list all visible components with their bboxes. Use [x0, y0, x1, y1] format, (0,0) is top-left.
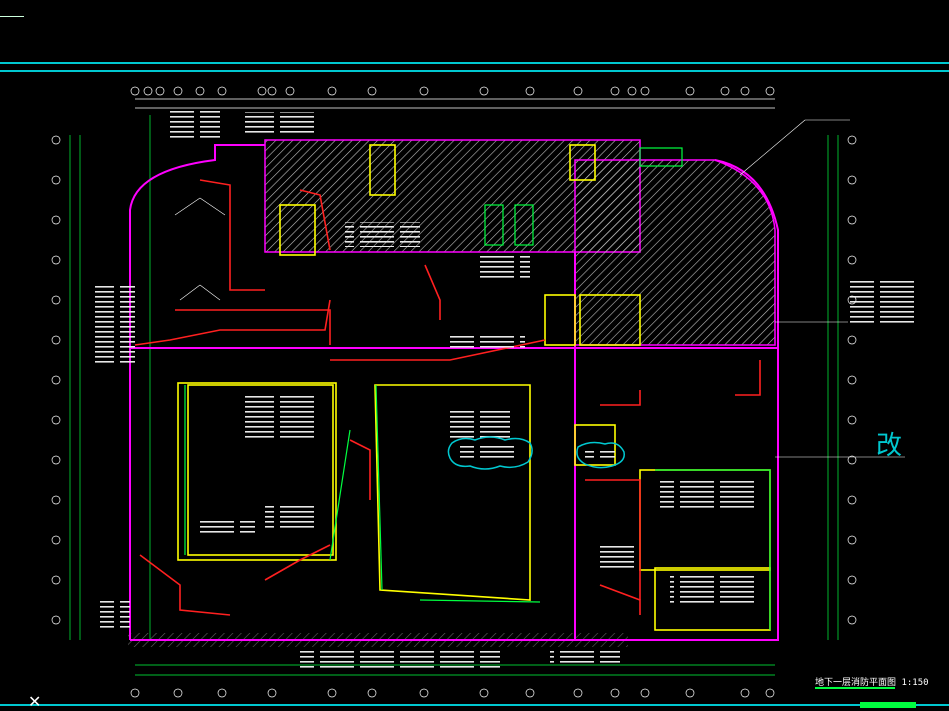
- grid-bubble: [610, 86, 620, 96]
- frame-top-line: [0, 70, 949, 72]
- frame-bottom-line: [0, 704, 949, 706]
- drawing-scale: 1:150: [901, 678, 929, 688]
- grid-bubble: [257, 86, 267, 96]
- grid-bubble: [51, 455, 61, 465]
- title-underline: [815, 687, 895, 689]
- grid-bubble: [847, 295, 857, 305]
- grid-bubble: [610, 688, 620, 698]
- grid-bubble: [267, 86, 277, 96]
- grid-bubble: [217, 688, 227, 698]
- dimension-lines: [69, 115, 839, 676]
- grid-bubble: [51, 375, 61, 385]
- grid-bubble: [155, 86, 165, 96]
- grid-bubble: [217, 86, 227, 96]
- ucs-icon: ✕: [28, 692, 42, 711]
- grid-bubble: [419, 86, 429, 96]
- grid-bubble: [847, 135, 857, 145]
- grid-bubble: [285, 86, 295, 96]
- green-lines: [184, 147, 771, 630]
- grid-bubble: [847, 415, 857, 425]
- grid-bubble: [685, 688, 695, 698]
- grid-bubble: [419, 688, 429, 698]
- grid-bubble: [479, 688, 489, 698]
- grid-bubble: [765, 86, 775, 96]
- drawing-title-text: 地下一层消防平面图: [815, 678, 897, 688]
- grid-bubble: [173, 86, 183, 96]
- top-panel: [0, 0, 949, 64]
- grid-bubble: [847, 215, 857, 225]
- annotation-leaders: [174, 119, 905, 458]
- grid-bubble: [720, 86, 730, 96]
- grid-bubble: [51, 335, 61, 345]
- interior-rooms: [177, 144, 771, 631]
- hatched-zones: [128, 139, 776, 647]
- grid-bubble: [130, 86, 140, 96]
- grid-bubble: [685, 86, 695, 96]
- grid-bubble: [367, 688, 377, 698]
- grid-bubble: [327, 688, 337, 698]
- grid-bubble: [51, 495, 61, 505]
- grid-bubble: [627, 86, 637, 96]
- status-mark: [860, 702, 916, 708]
- text-blocks: [95, 108, 920, 670]
- grid-axis-top: [130, 86, 775, 109]
- grid-bubble: [740, 688, 750, 698]
- grid-bubble: [195, 86, 205, 96]
- grid-bubble: [847, 335, 857, 345]
- grid-bubble: [847, 575, 857, 585]
- red-pipelines: [134, 179, 761, 616]
- grid-bubble: [847, 535, 857, 545]
- grid-bubble: [327, 86, 337, 96]
- grid-axis-right: [847, 135, 857, 625]
- grid-bubble: [847, 375, 857, 385]
- grid-bubble: [765, 688, 775, 698]
- grid-axis-bottom: [130, 688, 775, 698]
- grid-bubble: [51, 615, 61, 625]
- grid-bubble: [525, 86, 535, 96]
- grid-bubble: [367, 86, 377, 96]
- grid-bubble: [51, 135, 61, 145]
- crosshair-tick: [0, 16, 24, 17]
- grid-bubble: [143, 86, 153, 96]
- grid-bubble: [847, 255, 857, 265]
- grid-bubble: [267, 688, 277, 698]
- grid-bubble: [847, 495, 857, 505]
- grid-bubble: [525, 688, 535, 698]
- grid-bubble: [173, 688, 183, 698]
- grid-bubble: [740, 86, 750, 96]
- grid-bubble: [51, 215, 61, 225]
- drawing-title: 地下一层消防平面图 1:150: [815, 675, 929, 688]
- revision-cloud: [447, 436, 625, 470]
- grid-bubble: [573, 86, 583, 96]
- grid-bubble: [130, 688, 140, 698]
- grid-bubble: [479, 86, 489, 96]
- grid-bubble: [573, 688, 583, 698]
- grid-bubble: [847, 175, 857, 185]
- grid-bubble: [51, 175, 61, 185]
- grid-bubble: [847, 455, 857, 465]
- grid-bubble: [640, 86, 650, 96]
- revision-mark-text: 改: [876, 431, 903, 461]
- grid-bubble: [51, 255, 61, 265]
- grid-bubble: [847, 615, 857, 625]
- grid-axis-left: [51, 135, 61, 625]
- revision-cloud-text: [460, 445, 615, 460]
- grid-bubble: [51, 575, 61, 585]
- grid-bubble: [640, 688, 650, 698]
- grid-bubble: [51, 295, 61, 305]
- grid-bubble: [51, 415, 61, 425]
- grid-bubble: [51, 535, 61, 545]
